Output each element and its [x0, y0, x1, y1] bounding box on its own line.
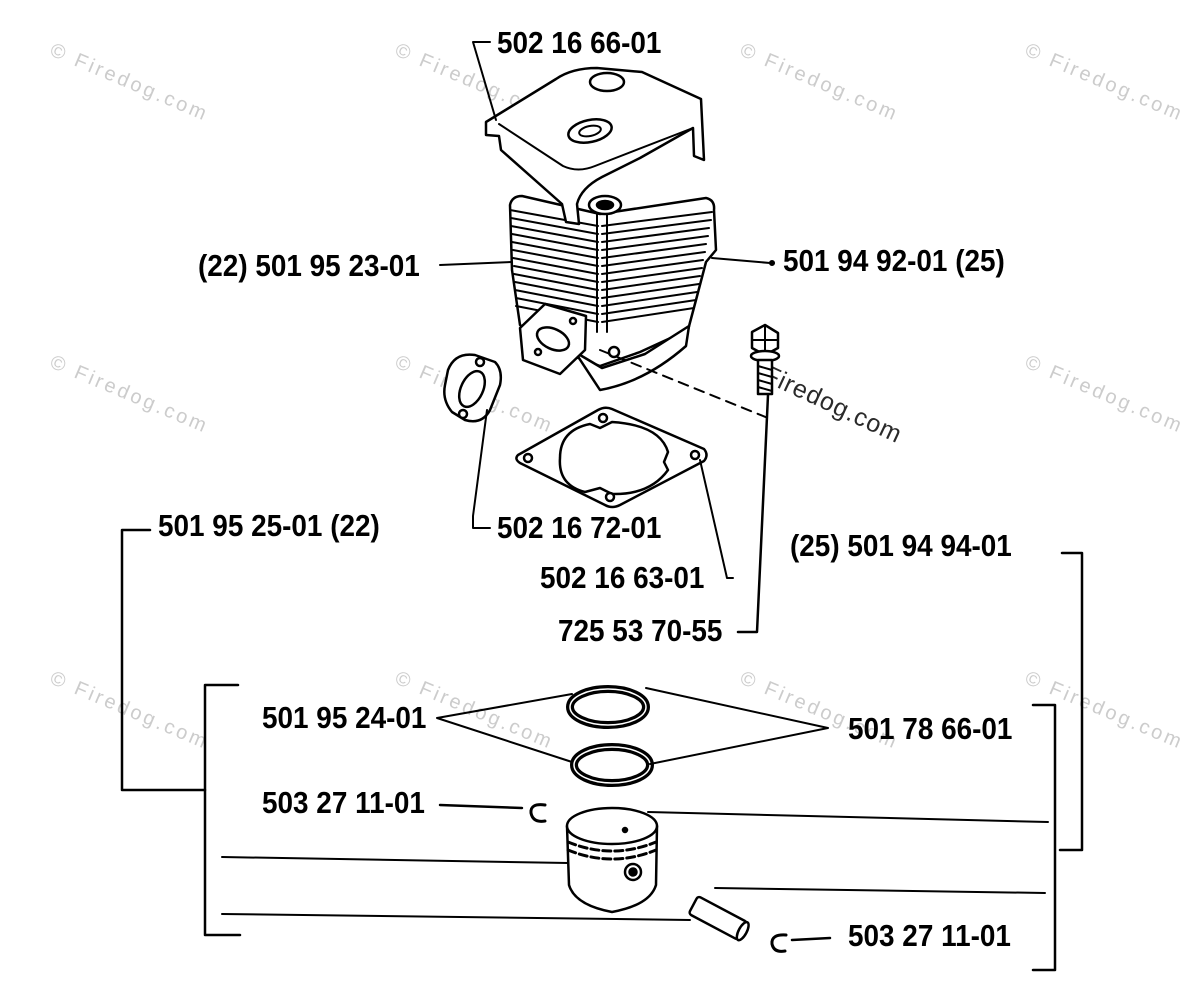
- circlip-lower: [770, 933, 788, 953]
- leader-cylinder-cover: [472, 41, 497, 121]
- leader-intake-flange: [472, 409, 491, 529]
- leader-pin-left: [221, 913, 691, 921]
- cylinder-cover: [484, 66, 706, 226]
- callout-intake-flange: 502 16 72-01: [497, 510, 662, 545]
- leader-piston-left: [221, 856, 569, 864]
- leader-base-gasket: [699, 459, 734, 579]
- leader-piston-right: [647, 811, 1049, 823]
- leader-cylinder-right: [711, 257, 771, 264]
- cylinder-cover-fold: [498, 123, 694, 171]
- exhaust-bolt-hole: [568, 316, 578, 326]
- cylinder-fins: [509, 209, 713, 323]
- bracket-left-inner: [203, 683, 242, 937]
- piston-pin: [688, 895, 750, 942]
- callout-piston-kit-right: (25) 501 94 94-01: [790, 528, 1012, 563]
- cylinder-base-gasket-opening: [558, 420, 670, 496]
- bracket-right-outer: [1058, 551, 1084, 852]
- leader-circlip-lower: [790, 936, 832, 942]
- callout-base-gasket: 502 16 63-01: [540, 560, 705, 595]
- gasket-bolt-hole: [604, 491, 616, 503]
- circlip-upper: [529, 803, 547, 823]
- intake-flange-bolt-hole: [457, 408, 469, 420]
- piston-ring-bottom-highlight: [573, 746, 651, 784]
- exhaust-bolt-hole: [533, 347, 543, 357]
- cylinder-center-rib: [596, 213, 608, 333]
- piston-pin-end: [735, 920, 750, 942]
- leader-dot: [768, 259, 776, 267]
- callout-bolt: 725 53 70-55: [558, 613, 723, 648]
- alignment-line: [599, 349, 769, 419]
- leader-rings-left: [436, 693, 573, 763]
- gasket-bolt-hole: [522, 452, 534, 464]
- callout-cylinder-cover: 502 16 66-01: [497, 25, 662, 60]
- piston-ring-grooves: [566, 840, 658, 861]
- intake-flange-opening: [457, 369, 487, 409]
- cylinder-cover-top-hole: [588, 71, 626, 93]
- piston-pin-bore: [628, 867, 638, 877]
- callout-circlip-upper: 503 27 11-01: [262, 785, 425, 820]
- cylinder-cover-hole-inner: [578, 124, 602, 138]
- leader-cylinder-left: [439, 261, 513, 266]
- bolt-thread: [757, 365, 773, 392]
- bracket-left-outer: [120, 528, 207, 792]
- callout-cylinder-right: 501 94 92-01 (25): [783, 243, 1005, 278]
- leader-bolt: [736, 393, 770, 634]
- callout-circlip-lower: 503 27 11-01: [848, 918, 1011, 953]
- callout-piston-kit-left: 501 95 25-01 (22): [158, 508, 380, 543]
- piston-crown: [565, 806, 659, 846]
- piston-crown-mark: [621, 826, 629, 834]
- gasket-bolt-hole: [689, 449, 701, 461]
- intake-flange-bolt-hole: [474, 356, 486, 368]
- cylinder-base: [573, 324, 691, 392]
- callout-cylinder-left: (22) 501 95 23-01: [198, 248, 420, 283]
- callout-piston-ring-right: 501 78 66-01: [848, 711, 1013, 746]
- leader-rings-right: [645, 687, 829, 765]
- bracket-right-inner: [1031, 703, 1057, 972]
- leader-pin-right: [714, 887, 1046, 894]
- exhaust-port-opening: [535, 326, 571, 352]
- leader-circlip-upper: [438, 803, 524, 810]
- piston-ring-top-highlight: [569, 688, 647, 726]
- gasket-bolt-hole: [597, 412, 609, 424]
- callout-piston-ring-left: 501 95 24-01: [262, 700, 427, 735]
- spark-plug-thread: [595, 199, 615, 211]
- base-bolt-hole: [607, 345, 621, 359]
